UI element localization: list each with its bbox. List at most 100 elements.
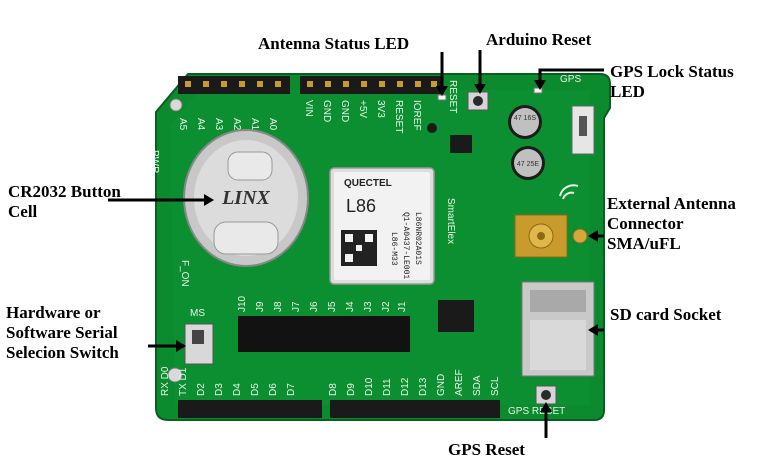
pin-label: D6 [268, 383, 279, 396]
gps-silk: GPS [560, 74, 581, 85]
gps-reset-silk: GPS RESET [508, 406, 565, 417]
arrowhead [588, 230, 598, 242]
jumper-label: J9 [255, 301, 266, 312]
pin-label: D4 [232, 383, 243, 396]
module-brand: QUECTEL [344, 178, 392, 189]
pin-label: D2 [196, 383, 207, 396]
label-arduino-reset: Arduino Reset [486, 30, 592, 49]
jumper-label: J6 [309, 301, 320, 312]
svg-text:47 25E: 47 25E [517, 161, 540, 168]
smd-component [450, 135, 472, 153]
reset-silk: RESET [447, 80, 458, 113]
switch-knob [579, 116, 587, 136]
digital-pin-labels: RX D0 TX D1 D2 D3 D4 D5 D6 D7 D8 D9 D10 … [160, 366, 501, 396]
module-part: L86-M33 [389, 232, 398, 266]
ic-chip [438, 300, 474, 332]
jumper-label: J2 [381, 301, 392, 312]
capacitor-2: 47 25E [511, 146, 545, 180]
pin-label: D11 [382, 378, 393, 396]
arrowhead [474, 84, 486, 94]
module-code: Q1-A0437-LE001 [401, 212, 410, 279]
label-gps-lock-status-led: GPS Lock Status LED [610, 62, 734, 101]
label-antenna-status-led: Antenna Status LED [258, 34, 410, 53]
f-on-silk: F_ON [179, 260, 190, 287]
arrowhead [176, 340, 186, 352]
power-header [300, 76, 442, 94]
button-cap [473, 96, 483, 106]
pin-label: 3V3 [375, 100, 386, 118]
pin-label: D13 [418, 377, 429, 396]
pin-label: SCL [490, 376, 501, 396]
mounting-hole [167, 367, 183, 383]
switch-knob [192, 330, 204, 344]
arrowhead [436, 86, 448, 96]
header-pins-top [185, 81, 437, 87]
arrowhead [204, 194, 214, 206]
label-cr2032: CR2032 Button Cell [8, 182, 121, 221]
pin-label: A5 [177, 118, 188, 131]
pin-label: RX D0 [160, 366, 171, 396]
pin-label: A3 [213, 118, 224, 131]
gps-lock-led [533, 87, 543, 94]
pin-label: A2 [231, 118, 242, 131]
callout-arrowheads [176, 80, 598, 412]
pin-label: D3 [214, 383, 225, 396]
jumper-header [238, 316, 410, 352]
coin-cell-holder: LINX [183, 129, 309, 267]
mounting-hole [169, 98, 183, 112]
module-model: L86 [346, 196, 376, 216]
pin-label: D9 [346, 383, 357, 396]
button-cap [541, 390, 551, 400]
digital-header-left [178, 400, 322, 418]
label-external-antenna: External Antenna Connector SMA/uFL [607, 194, 736, 253]
label-serial-switch: Hardware or Software Serial Selecion Swi… [6, 303, 119, 362]
arrowhead [540, 402, 552, 412]
module-serial: L86NR02A01S [413, 212, 422, 265]
pin-label: A4 [195, 118, 206, 131]
pin-label: GND [436, 374, 447, 396]
jumper-labels: J10 J9 J8 J7 J6 J5 J4 J3 J2 J1 [237, 295, 408, 312]
pin-label: AREF [454, 369, 465, 396]
pin-label: GND [321, 100, 332, 122]
via [427, 123, 437, 133]
gps-module: QUECTEL L86 L86-M33 Q1-A0437-LE001 L86NR… [329, 167, 435, 285]
pin-label: D10 [364, 377, 375, 396]
pin-label: RESET [393, 100, 404, 133]
svg-text:47 16S: 47 16S [514, 115, 537, 122]
analog-header [178, 76, 290, 94]
jumper-label: J1 [397, 301, 408, 312]
label-sd-card-socket: SD card Socket [610, 305, 722, 324]
ms-silk: MS [190, 308, 205, 319]
pin-label: IOREF [411, 100, 422, 131]
capacitor-1: 47 16S [508, 105, 542, 139]
pin-label: D7 [286, 383, 297, 396]
pwr-silk: PWR [149, 150, 160, 173]
pin-label: TX D1 [178, 367, 189, 396]
jumper-label: J8 [273, 301, 284, 312]
arrowhead [534, 80, 546, 90]
analog-pin-labels: A5 A4 A3 A2 A1 A0 [177, 118, 278, 131]
pin-label: A1 [249, 118, 260, 131]
sd-card-socket [521, 281, 595, 377]
sma-connector [514, 214, 588, 258]
digital-header-right [330, 400, 500, 418]
pin-label: D8 [328, 383, 339, 396]
wifi-icon [559, 184, 579, 200]
pin-label: VIN [303, 100, 314, 117]
pin-label: SDA [472, 375, 483, 396]
pin-label: D12 [400, 377, 411, 396]
jumper-label: J5 [327, 301, 338, 312]
jumper-label: J10 [237, 295, 248, 312]
power-pin-labels: VIN GND GND +5V 3V3 RESET IOREF [303, 100, 422, 133]
label-gps-reset: GPS Reset [448, 440, 525, 459]
pin-label: GND [339, 100, 350, 122]
jumper-label: J4 [345, 301, 356, 312]
linx-logo: LINX [221, 187, 270, 209]
jumper-label: J7 [291, 301, 302, 312]
jumper-label: J3 [363, 301, 374, 312]
smartelex-silk: SmartElex [445, 198, 456, 244]
pin-label: A0 [267, 118, 278, 131]
pin-label: D5 [250, 383, 261, 396]
pin-label: +5V [357, 100, 368, 118]
arrowhead [588, 324, 598, 336]
